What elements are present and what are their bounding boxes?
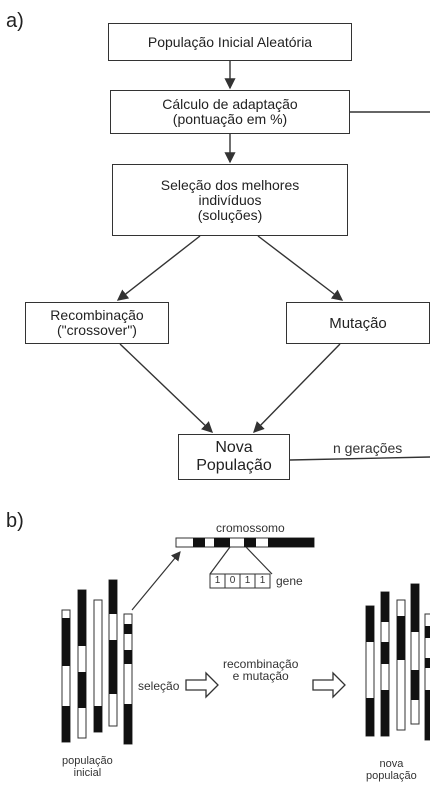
loop-line-bottom	[289, 456, 430, 461]
part-b-label: b)	[6, 510, 24, 532]
zoom-line-right	[245, 546, 273, 575]
selection-label: seleção	[138, 679, 180, 693]
initial-population-label: população inicial	[62, 755, 113, 779]
gene-bit-1: 1	[214, 575, 221, 586]
selection-box: Seleção dos melhores indivíduos (soluçõe…	[112, 164, 348, 236]
gene-cells	[209, 573, 271, 589]
chromosome-bar	[175, 537, 315, 548]
recomb-mutation-label: recombinação e mutação	[223, 657, 299, 683]
arrow-selection-to-recombination	[116, 235, 201, 301]
gene-bit-4: 1	[259, 575, 266, 586]
arrow-mutation-to-new	[253, 343, 341, 434]
fitness-box: Cálculo de adaptação (pontuação em %)	[110, 90, 350, 134]
hollow-arrow-selection	[185, 671, 219, 699]
chromosome-label: cromossomo	[216, 521, 285, 535]
gene-label: gene	[276, 574, 303, 588]
recombination-box: Recombinação ("crossover")	[25, 302, 169, 344]
mutation-box: Mutação	[286, 302, 430, 344]
arrow-selection-to-mutation	[257, 235, 344, 301]
gene-bit-2: 0	[229, 575, 236, 586]
arrow-recombination-to-new	[119, 343, 214, 433]
initial-population-box: População Inicial Aleatória	[108, 23, 352, 61]
new-population-chromosomes	[365, 583, 430, 741]
new-population-box: Nova População	[178, 434, 290, 480]
gene-bit-3: 1	[244, 575, 251, 586]
hollow-arrow-recombination	[312, 671, 346, 699]
new-population-label: nova população	[366, 758, 417, 782]
arrow-population-to-chromosome	[131, 551, 181, 611]
zoom-line-left	[209, 546, 231, 575]
part-a-label: a)	[6, 10, 24, 32]
generations-loop-label: n gerações	[333, 440, 403, 456]
